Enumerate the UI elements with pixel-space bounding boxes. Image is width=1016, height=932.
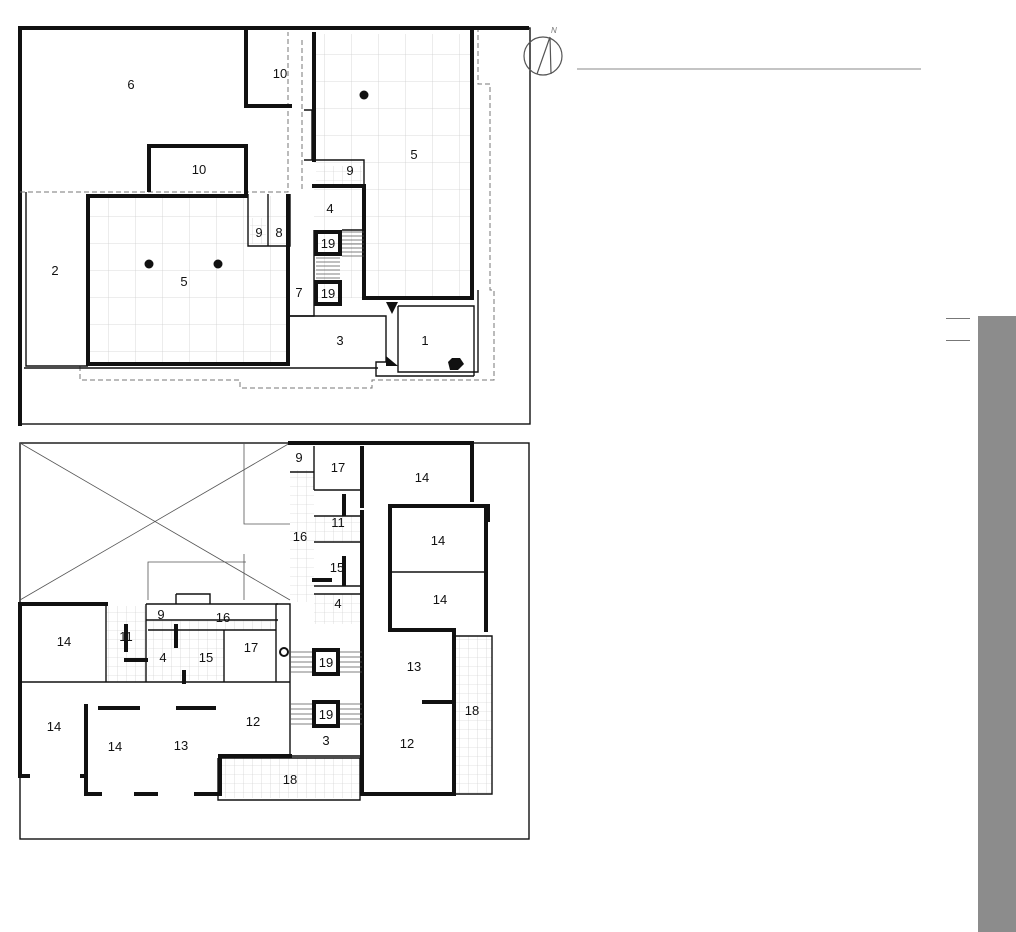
room-label: 4 (159, 650, 166, 665)
room-label: 7 (295, 285, 302, 300)
room-label: 14 (433, 592, 447, 607)
room-label: 14 (57, 634, 71, 649)
room-label: 9 (295, 450, 302, 465)
room-label: 16 (293, 529, 307, 544)
room-label: 11 (119, 629, 133, 644)
room-label: 2 (51, 263, 58, 278)
room-label: 8 (275, 225, 282, 240)
ground-floor-plan: 6 10 10 5 9 4 9 8 19 19 2 5 7 3 1 (20, 28, 530, 424)
room-label: 9 (157, 607, 164, 622)
room-label: 19 (321, 236, 335, 251)
room-label: 13 (407, 659, 421, 674)
void-outlines (148, 443, 290, 600)
corridor-16-west-tiles (146, 620, 278, 630)
column-marker-3 (448, 358, 464, 370)
room-label: 12 (246, 714, 260, 729)
room-label: 17 (331, 460, 345, 475)
room-label: 14 (47, 719, 61, 734)
room-3-outline (290, 316, 474, 376)
margin-tick-mark (946, 340, 970, 341)
central-core-outline (276, 604, 362, 756)
room-label: 4 (334, 596, 341, 611)
room-label: 15 (199, 650, 213, 665)
compass-needle-icon (537, 37, 551, 74)
room-label: 10 (273, 66, 287, 81)
room-label: 16 (216, 610, 230, 625)
column-marker-1 (386, 302, 398, 314)
void-cross-lines (20, 443, 290, 600)
room-label: 5 (180, 274, 187, 289)
room-label: 19 (319, 707, 333, 722)
room-label: 12 (400, 736, 414, 751)
stair-treads-upper (342, 232, 364, 256)
side-gray-bar (978, 316, 1016, 932)
column-round-icon (280, 648, 288, 656)
room-label: 3 (336, 333, 343, 348)
room-label: 17 (244, 640, 258, 655)
window-frame-north (304, 110, 312, 160)
column-marker-2 (386, 356, 398, 366)
room-12-13-partition (424, 684, 454, 720)
room-label: 5 (410, 147, 417, 162)
room-label: 11 (331, 515, 345, 530)
room-label: 1 (421, 333, 428, 348)
room-label: 10 (192, 162, 206, 177)
column-dot-2 (145, 260, 154, 269)
room-label: 3 (322, 733, 329, 748)
room-2-outline (26, 192, 88, 366)
room-label: 19 (321, 286, 335, 301)
compass-north-letter: N (551, 26, 557, 35)
room-label: 6 (127, 77, 134, 92)
room-label: 19 (319, 655, 333, 670)
column-dot-1 (360, 91, 369, 100)
room-label: 9 (346, 163, 353, 178)
room-label: 4 (326, 201, 333, 216)
upper-floor-plan: 9 17 14 11 16 14 15 4 14 9 16 14 11 4 15… (20, 443, 529, 839)
room-label: 14 (431, 533, 445, 548)
margin-tick-mark (946, 318, 970, 319)
room-9-east-tiles (316, 166, 362, 184)
room-1-outline (398, 290, 478, 376)
column-dot-3 (214, 260, 223, 269)
room-label: 14 (108, 739, 122, 754)
room-label: 13 (174, 738, 188, 753)
room-label: 15 (330, 560, 344, 575)
room-label: 18 (465, 703, 479, 718)
room-label: 18 (283, 772, 297, 787)
room-label: 14 (415, 470, 429, 485)
room-label: 9 (255, 225, 262, 240)
